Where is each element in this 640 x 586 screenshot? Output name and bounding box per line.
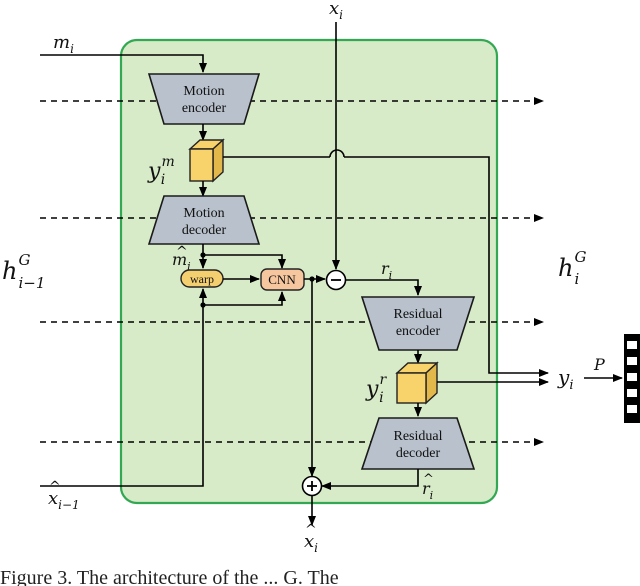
residual-decoder-label-2: decoder [396, 446, 441, 461]
bitstream-icon [624, 334, 640, 423]
frame-input-label: xi [329, 0, 343, 22]
previous-frame-path [40, 288, 286, 487]
junction-dot-2 [200, 302, 206, 308]
decoded-residual-path [321, 469, 419, 490]
motion-input-label: mi [53, 32, 74, 56]
decoded-motion-hat: ^ [176, 244, 188, 260]
figure-caption: Figure 3. The architecture of the ... G.… [0, 567, 339, 586]
output-latent-label: yi [557, 365, 573, 393]
subtract-op [325, 269, 347, 291]
residual-decoder-label-1: Residual [394, 429, 443, 444]
motion-latent-to-output-path [223, 149, 549, 377]
motion-decoder-label-1: Motion [183, 206, 224, 221]
residual-label: ri [381, 259, 392, 282]
warp-op: warp [180, 269, 224, 288]
motion-decoder-label-2: decoder [182, 223, 227, 238]
quantizer-label: P [593, 355, 605, 374]
output-frame-hat: ^ [305, 522, 317, 538]
residual-latent-output-paths [414, 378, 549, 417]
motion-encoder-label-1: Motion [183, 84, 224, 99]
prev-frame-hat: ^ [49, 479, 61, 495]
residual-encoder-block: Residual encoder [360, 296, 476, 351]
motion-decoder-block: Motion decoder [147, 195, 261, 245]
residual-decoder-block: Residual decoder [360, 417, 476, 470]
motion-encoder-label-2: encoder [182, 101, 227, 116]
decoded-motion-label: mi [172, 250, 191, 273]
motion-latent-cube [188, 138, 225, 183]
warp-label: warp [190, 272, 214, 286]
residual-encoder-label-1: Residual [394, 307, 443, 322]
residual-encoder-label-2: encoder [396, 324, 441, 339]
motion-input-path [40, 54, 207, 73]
junction-dot [200, 252, 206, 258]
add-op [301, 475, 323, 497]
decoded-residual-label: ri [422, 479, 433, 502]
junction-dot-3 [309, 276, 315, 282]
residual-latent-cube [395, 361, 439, 405]
cnn-op: CNN [260, 268, 305, 291]
cnn-label: CNN [268, 272, 296, 287]
residual-path [346, 279, 422, 296]
motion-encoder-block: Motion encoder [147, 73, 261, 125]
decoded-residual-hat: ^ [423, 472, 434, 487]
